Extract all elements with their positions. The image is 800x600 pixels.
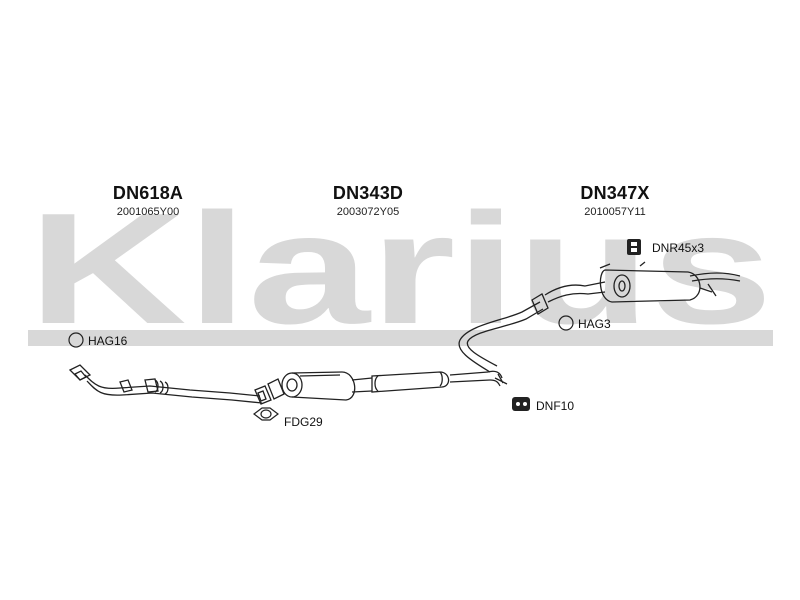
rear-silencer-part bbox=[458, 261, 741, 373]
section-1-code: DN618A bbox=[112, 183, 184, 203]
fdg29-label: FDG29 bbox=[284, 415, 323, 429]
centre-silencer-part bbox=[267, 370, 508, 401]
fdg29-icon bbox=[253, 407, 279, 421]
hag16-label: HAG16 bbox=[88, 334, 128, 348]
hag3-icon bbox=[558, 315, 574, 331]
dnf10-label: DNF10 bbox=[536, 399, 575, 413]
hag3-label: HAG3 bbox=[578, 317, 611, 331]
dnf10-icon bbox=[512, 397, 530, 411]
section-1-ref: 2001065Y00 bbox=[116, 206, 180, 218]
section-2-code: DN343D bbox=[332, 183, 404, 203]
section-2-ref: 2003072Y05 bbox=[336, 206, 400, 218]
dnr45-icon bbox=[627, 239, 641, 255]
brand-watermark-logo: Klarius bbox=[28, 205, 773, 355]
hag16-icon bbox=[68, 332, 84, 348]
front-pipe-part bbox=[68, 364, 272, 405]
dnr45-label: DNR45x3 bbox=[652, 241, 705, 255]
section-3-ref: 2010057Y11 bbox=[584, 206, 646, 218]
section-3-code: DN347X bbox=[580, 183, 650, 203]
